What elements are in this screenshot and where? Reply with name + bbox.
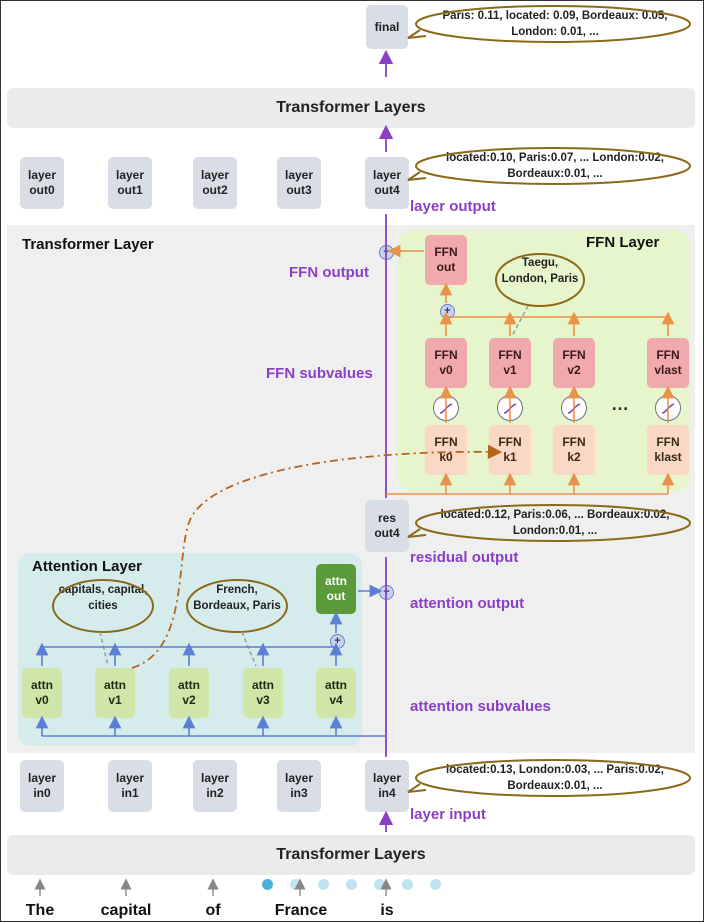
layer-input-label: layer input bbox=[410, 806, 486, 823]
attn-value-1: attn v1 bbox=[95, 668, 135, 718]
final-prob-note: Paris: 0.11, located: 0.09, Bordeaux: 0.… bbox=[442, 10, 668, 38]
ffn-sum-node: + bbox=[440, 304, 455, 319]
ffn-value-1: FFN v1 bbox=[489, 338, 531, 388]
ffn-value-last: FFN vlast bbox=[647, 338, 689, 388]
ffn-add-node: + bbox=[379, 245, 394, 260]
token-the: The bbox=[25, 902, 55, 919]
activation-icon bbox=[497, 395, 523, 421]
layer-out-1: layer out1 bbox=[108, 157, 152, 209]
token-capital: capital bbox=[100, 902, 152, 919]
ffn-key-1: FFN k1 bbox=[489, 425, 531, 475]
layer-in-4: layer in4 bbox=[365, 760, 409, 812]
attn-value-0: attn v0 bbox=[22, 668, 62, 718]
transformer-layer-title: Transformer Layer bbox=[22, 236, 154, 253]
layer-in-0: layer in0 bbox=[20, 760, 64, 812]
layer-in-2: layer in2 bbox=[193, 760, 237, 812]
carousel-dot bbox=[290, 879, 301, 890]
transformer-layers-top-band: Transformer Layers bbox=[7, 88, 695, 128]
transformer-layers-bottom-label: Transformer Layers bbox=[276, 846, 426, 863]
ffn-key-0: FFN k0 bbox=[425, 425, 467, 475]
activation-icon bbox=[433, 395, 459, 421]
ffn-key-2: FFN k2 bbox=[553, 425, 595, 475]
attn-value-2: attn v2 bbox=[169, 668, 209, 718]
activation-icon bbox=[561, 395, 587, 421]
layer-out-prob-note: located:0.10, Paris:0.07, ... London:0.0… bbox=[446, 152, 664, 180]
ffn-output-label: FFN output bbox=[289, 264, 369, 281]
layer-out-0: layer out0 bbox=[20, 157, 64, 209]
attention-subvalues-label: attention subvalues bbox=[410, 698, 551, 715]
activation-icon bbox=[655, 395, 681, 421]
ffn-value-0: FFN v0 bbox=[425, 338, 467, 388]
layer-output-label: layer output bbox=[410, 198, 496, 215]
carousel-dot bbox=[262, 879, 273, 890]
token-is: is bbox=[380, 902, 394, 919]
transformer-layers-top-label: Transformer Layers bbox=[276, 99, 426, 116]
attention-layer-title: Attention Layer bbox=[32, 558, 143, 575]
attn-v3-token-note: French, Bordeaux, Paris bbox=[193, 584, 281, 612]
attn-v1-token-note: capitals, capital, cities bbox=[58, 584, 148, 612]
layer-in-3: layer in3 bbox=[277, 760, 321, 812]
attn-add-node: + bbox=[379, 585, 394, 600]
res-out-node: res out4 bbox=[365, 500, 409, 552]
attn-value-3: attn v3 bbox=[243, 668, 283, 718]
final-node: final bbox=[366, 5, 408, 49]
ffn-ellipsis: … bbox=[611, 394, 629, 414]
attention-output-label: attention output bbox=[410, 595, 525, 612]
token-france: France bbox=[274, 902, 328, 919]
layer-in-1: layer in1 bbox=[108, 760, 152, 812]
layer-out-3: layer out3 bbox=[277, 157, 321, 209]
ffn-v1-token-note: Taegu, London, Paris bbox=[501, 257, 579, 285]
carousel-dot bbox=[318, 879, 329, 890]
layer-in-prob-note: located:0.13, London:0.03, ... Paris:0.0… bbox=[446, 764, 664, 792]
layer-out-4: layer out4 bbox=[365, 157, 409, 209]
residual-output-label: residual output bbox=[410, 549, 519, 566]
carousel-dot bbox=[402, 879, 413, 890]
layer-out-2: layer out2 bbox=[193, 157, 237, 209]
transformer-layers-bottom-band: Transformer Layers bbox=[7, 835, 695, 875]
ffn-key-last: FFN klast bbox=[647, 425, 689, 475]
token-of: of bbox=[205, 902, 221, 919]
carousel-dot bbox=[346, 879, 357, 890]
attn-sum-node: + bbox=[330, 634, 345, 649]
carousel-dot bbox=[374, 879, 385, 890]
ffn-layer-title: FFN Layer bbox=[586, 234, 660, 251]
attn-value-4: attn v4 bbox=[316, 668, 356, 718]
ffn-value-2: FFN v2 bbox=[553, 338, 595, 388]
attn-out-node: attn out bbox=[316, 564, 356, 614]
ffn-subvalues-label: FFN subvalues bbox=[266, 365, 373, 382]
res-out-prob-note: located:0.12, Paris:0.06, ... Bordeaux:0… bbox=[440, 509, 670, 537]
carousel-dot bbox=[430, 879, 441, 890]
ffn-out-node: FFN out bbox=[425, 235, 467, 285]
